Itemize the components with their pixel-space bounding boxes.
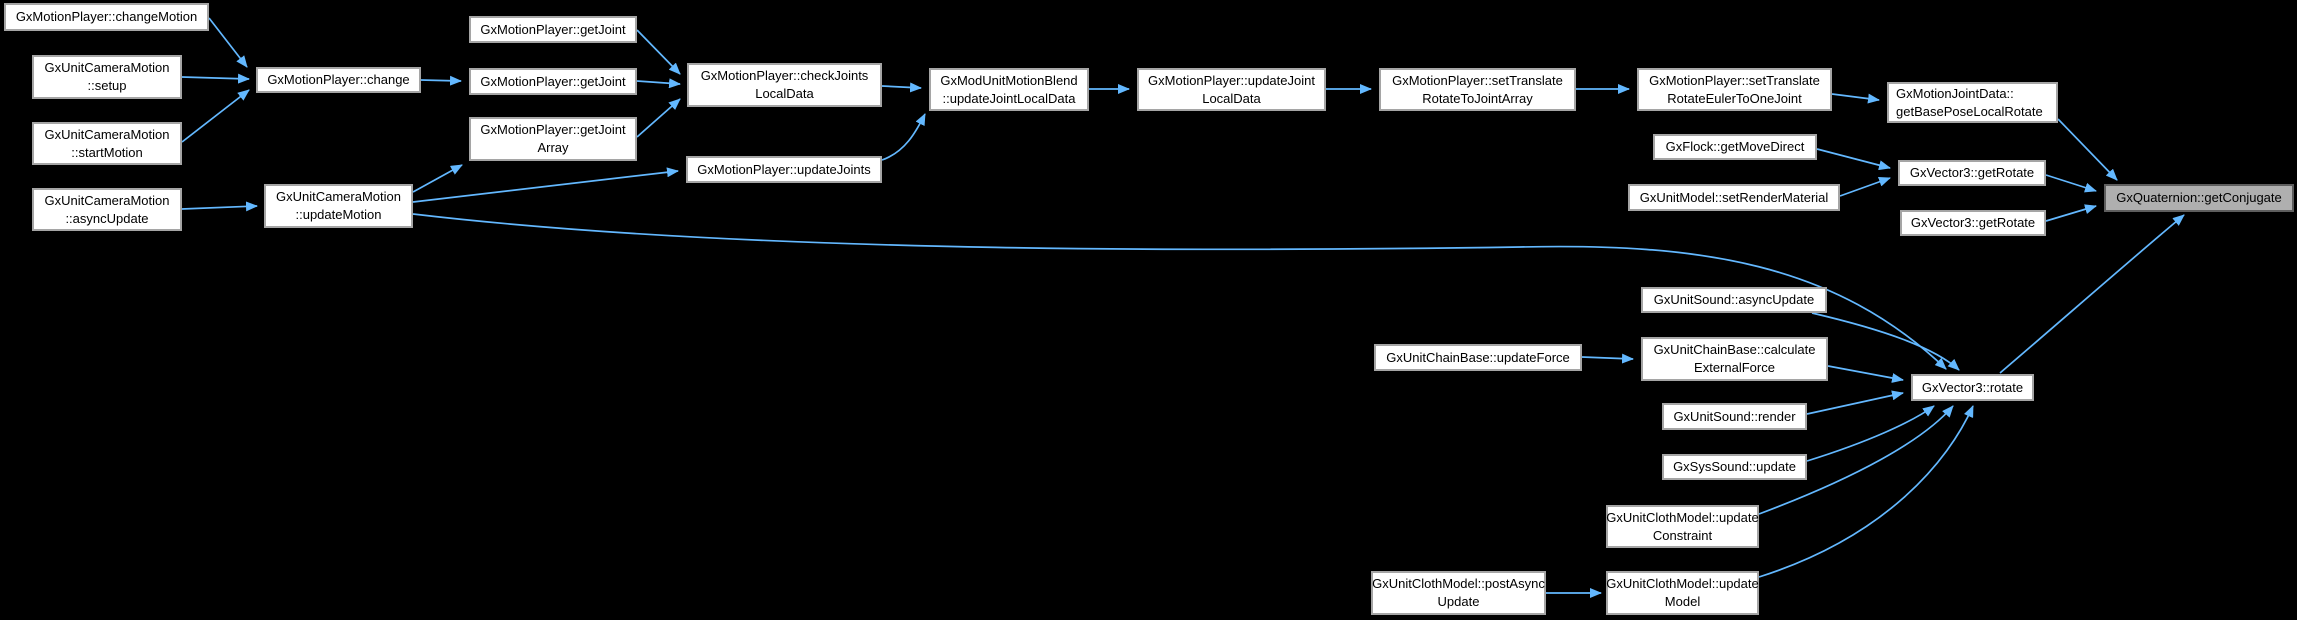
graph-node-change[interactable]: GxMotionPlayer::change xyxy=(256,67,421,93)
call-edge-checkJoints-to-modBlend xyxy=(881,82,922,93)
graph-node-getConjugate[interactable]: GxQuaternion::getConjugate xyxy=(2104,184,2294,212)
graph-node-updateForce[interactable]: GxUnitChainBase::updateForce xyxy=(1374,344,1582,371)
call-edge-getJoint1-to-checkJoints xyxy=(636,29,681,75)
call-edge-camAsyncUpdate-to-updateMotion xyxy=(181,201,258,212)
call-edge-camSetup-to-change xyxy=(181,73,250,84)
graph-node-calcExtForce[interactable]: GxUnitChainBase::calculate ExternalForce xyxy=(1641,337,1828,381)
graph-node-getRotate1[interactable]: GxVector3::getRotate xyxy=(1898,160,2046,186)
call-edge-updateMotion-to-getJointArray xyxy=(412,164,463,193)
call-edge-getMoveDirect-to-getRotate1 xyxy=(1816,148,1891,171)
call-edge-setRenderMaterial-to-getRotate1 xyxy=(1839,177,1891,197)
call-edge-soundAsync-to-rotate xyxy=(1811,312,1960,371)
call-edge-getRotate2-to-getConjugate xyxy=(2045,204,2097,222)
call-edge-getRotate1-to-getConjugate xyxy=(2045,174,2097,193)
call-edge-calcExtForce-to-rotate xyxy=(1827,365,1904,383)
graph-node-mpUpdateJLD[interactable]: GxMotionPlayer::updateJoint LocalData xyxy=(1137,68,1326,111)
call-edge-clothModel-to-rotate xyxy=(1758,405,1974,578)
call-edge-rotate-to-getConjugate xyxy=(1999,214,2185,374)
graph-node-soundRender[interactable]: GxUnitSound::render xyxy=(1662,403,1807,430)
graph-node-checkJoints[interactable]: GxMotionPlayer::checkJoints LocalData xyxy=(687,63,882,107)
graph-node-getRotate2[interactable]: GxVector3::getRotate xyxy=(1900,210,2046,236)
graph-node-soundAsync[interactable]: GxUnitSound::asyncUpdate xyxy=(1641,287,1827,313)
call-edge-changeMotion-to-change xyxy=(208,17,248,68)
graph-node-clothConstraint[interactable]: GxUnitClothModel::update Constraint xyxy=(1606,505,1759,548)
graph-node-camAsyncUpdate[interactable]: GxUnitCameraMotion ::asyncUpdate xyxy=(32,188,182,231)
call-edge-soundRender-to-rotate xyxy=(1806,390,1904,415)
graph-node-setTRToJointArray[interactable]: GxMotionPlayer::setTranslate RotateToJoi… xyxy=(1379,68,1576,111)
call-edge-updateJoints-to-modBlend xyxy=(881,113,926,161)
call-edge-getJoint2-to-checkJoints xyxy=(636,78,681,89)
call-edge-clothConstraint-to-rotate xyxy=(1758,405,1954,515)
graph-node-camSetup[interactable]: GxUnitCameraMotion ::setup xyxy=(32,55,182,99)
call-edge-getBasePose-to-getConjugate xyxy=(2057,118,2118,181)
graph-node-sysSoundUpdate[interactable]: GxSysSound::update xyxy=(1662,454,1807,480)
graph-node-camStartMotion[interactable]: GxUnitCameraMotion ::startMotion xyxy=(32,122,182,165)
graph-node-clothModel[interactable]: GxUnitClothModel::update Model xyxy=(1606,571,1759,615)
graph-node-getJoint2[interactable]: GxMotionPlayer::getJoint xyxy=(469,68,637,95)
call-edge-getJointArray-to-checkJoints xyxy=(636,98,681,138)
call-edge-change-to-getJoint2 xyxy=(420,75,462,86)
graph-node-getBasePose[interactable]: GxMotionJointData:: getBasePoseLocalRota… xyxy=(1887,82,2058,123)
graph-node-clothPostAsync[interactable]: GxUnitClothModel::postAsync Update xyxy=(1371,571,1546,615)
graph-node-updateMotion[interactable]: GxUnitCameraMotion ::updateMotion xyxy=(264,184,413,228)
graph-node-setTREulerOneJoint[interactable]: GxMotionPlayer::setTranslate RotateEuler… xyxy=(1637,68,1832,111)
call-edge-updateForce-to-calcExtForce xyxy=(1581,353,1634,364)
graph-node-modBlend[interactable]: GxModUnitMotionBlend ::updateJointLocalD… xyxy=(929,68,1089,111)
graph-node-updateJoints[interactable]: GxMotionPlayer::updateJoints xyxy=(686,156,882,183)
graph-node-rotate[interactable]: GxVector3::rotate xyxy=(1911,374,2034,401)
call-edge-updateMotion-to-updateJoints xyxy=(412,167,679,203)
call-edge-sysSoundUpdate-to-rotate xyxy=(1806,405,1935,462)
graph-node-changeMotion[interactable]: GxMotionPlayer::changeMotion xyxy=(4,3,209,31)
graph-node-setRenderMaterial[interactable]: GxUnitModel::setRenderMaterial xyxy=(1628,184,1840,211)
graph-node-getMoveDirect[interactable]: GxFlock::getMoveDirect xyxy=(1653,134,1817,160)
call-edge-setTREulerOneJoint-to-getBasePose xyxy=(1831,93,1880,104)
graph-node-getJointArray[interactable]: GxMotionPlayer::getJoint Array xyxy=(469,117,637,161)
call-edge-camStartMotion-to-change xyxy=(181,89,250,143)
graph-node-getJoint1[interactable]: GxMotionPlayer::getJoint xyxy=(469,16,637,43)
call-edge-updateMotion-to-rotate xyxy=(412,213,1947,370)
